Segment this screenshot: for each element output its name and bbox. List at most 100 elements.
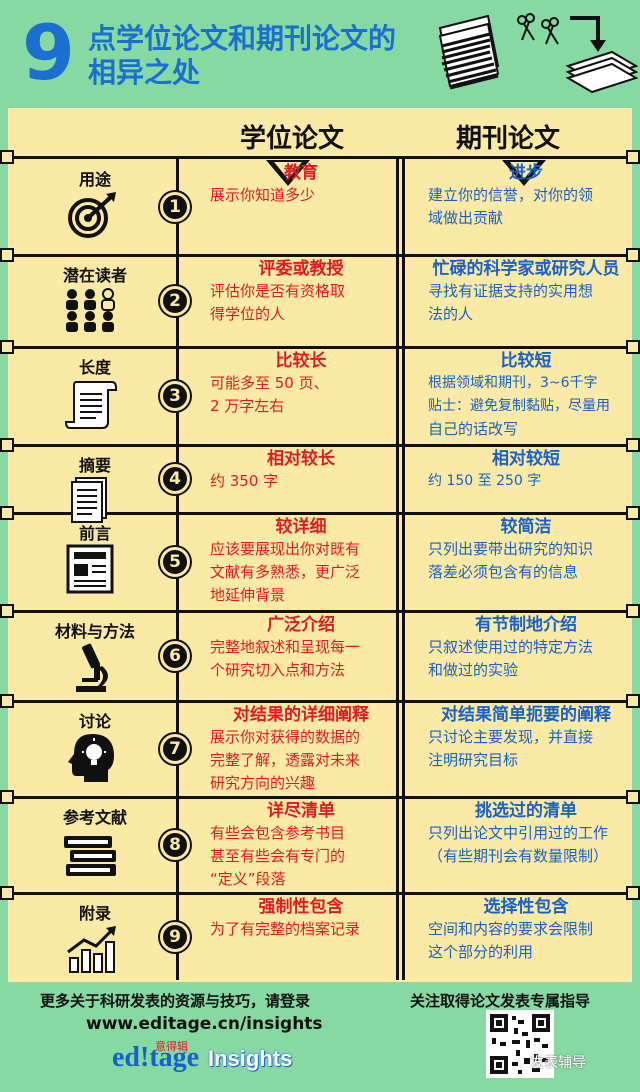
journal-cell: 对结果简单扼要的阐释只讨论主要发现，并直接注明研究目标 [414,704,638,772]
qr-code-icon[interactable] [486,1010,554,1078]
journal-body-line: 空间和内容的要求会限制 [428,920,594,938]
journal-body-line: 建立你的信誉，对你的领 [428,186,594,204]
journal-title: 进步 [509,163,543,183]
row-label: 讨论 [78,712,111,731]
journal-title: 选择性包含 [483,897,569,917]
thesis-body-line: 2 万字左右 [210,397,285,415]
journal-body-line: 这个部分的利用 [428,943,534,961]
thesis-title: 详尽清单 [267,801,335,821]
thesis-body-line: 文献有多熟悉，更广泛 [210,563,361,581]
row-number-badge: 2 [160,286,190,316]
thesis-body-line: 得学位的人 [210,305,286,323]
journal-body-line: 和做过的实验 [428,661,519,679]
column-header-journal: 期刊论文 [455,124,560,154]
row-label: 摘要 [78,456,111,475]
row-divider [0,796,640,799]
journal-body-line: 落差必须包含有的信息 [428,563,579,581]
journal-pointer-inner [510,162,538,179]
thesis-pointer-inner [274,162,302,179]
row-label: 长度 [78,358,111,377]
thesis-body-line: “定义”段落 [210,870,286,888]
insights-logo: Insights [208,1046,293,1071]
thesis-cell: 强制性包含为了有完整的档案记录 [196,896,406,941]
divider-square [626,150,640,164]
divider-square [626,886,640,900]
divider-top [0,156,640,159]
journal-cell: 挑选过的清单只列出论文中引用过的工作 （有些期刊会有数量限制） [414,800,638,868]
footer-url-link[interactable]: www.editage.cn/insights [86,1014,323,1034]
journal-title: 对结果简单扼要的阐释 [441,705,611,725]
header: 9 点学位论文和期刊论文的 相异之处 [0,0,640,104]
column-header-thesis: 学位论文 [239,124,344,154]
divider-square [626,248,640,262]
divider-square [0,340,14,354]
row-number-badge: 3 [160,381,190,411]
divider-square [0,150,14,164]
row-number-badge: 4 [160,464,190,494]
microscope-icon [62,642,120,692]
journal-title: 有节制地介绍 [475,615,577,635]
thesis-cell: 较详细应该要展现出你对既有文献有多熟悉，更广泛地延伸背景 [196,516,406,607]
scroll-icon [62,378,120,429]
thesis-title: 强制性包含 [258,897,344,917]
thesis-cell: 评委或教授评估你是否有资格取得学位的人 [196,258,406,326]
footer-follow-text: 关注取得论文发表专属指导 [410,992,591,1010]
journal-body-line: 贴士：避免复制黏贴，尽量用 [428,398,610,414]
thesis-cell: 相对较长约 350 字 [196,448,406,493]
journal-body-line: 寻找有证据支持的实用想 [428,282,594,300]
thesis-body-line: 展示你对获得的数据的 [210,728,361,746]
thesis-title: 评委或教授 [258,259,344,279]
journal-cell: 进步建立你的信誉，对你的领域做出贡献 [414,162,638,230]
newspaper-icon [62,544,120,594]
journal-cell: 比较短根据领域和期刊，3~6千字贴士：避免复制黏贴，尽量用自己的话改写 [414,350,638,441]
thesis-title: 相对较长 [267,449,335,469]
journal-cell: 相对较短约 150 至 250 字 [414,448,638,493]
journal-body-line: 只叙述使用过的特定方法 [428,638,594,656]
watermark: 发表辅导 [530,1055,586,1071]
editage-logo: ed!tage [112,1042,200,1073]
thesis-body-line: 甚至有些会有专门的 [210,847,346,865]
row-label: 参考文献 [62,808,127,827]
journal-body-line: 注明研究目标 [428,751,519,769]
thesis-body-line: 评估你是否有资格取 [210,282,346,300]
target-icon [62,190,120,240]
thesis-title: 比较长 [275,351,327,371]
row-number-badge: 6 [160,641,190,671]
thesis-cell: 教育展示你知道多少 [196,162,406,207]
audience-icon [62,286,120,336]
journal-body-line: 根据领域和期刊，3~6千字 [428,375,598,391]
thesis-body-line: 研究方向的兴趣 [210,774,316,792]
head-bulb-icon [62,732,120,782]
thesis-cell: 广泛介绍完整地叙述和呈现每一个研究切入点和方法 [196,614,406,682]
journal-cell: 较简洁只列出要带出研究的知识落差必须包含有的信息 [414,516,638,584]
thesis-body-line: 展示你知道多少 [210,186,316,204]
thesis-title: 对结果的详细阐释 [233,705,369,725]
journal-title: 相对较短 [492,449,560,469]
journal-body-line: 自己的话改写 [428,420,519,438]
divider-square [0,248,14,262]
thesis-body-line: 个研究切入点和方法 [210,661,346,679]
divider-square [626,790,640,804]
divider-square [0,790,14,804]
journal-body-line: 只列出要带出研究的知识 [428,540,594,558]
title-line-1: 点学位论文和期刊论文的 [88,22,397,55]
row-label: 附录 [78,904,111,923]
editage-logo-chinese: 意得辑 [155,1040,188,1053]
thesis-body-line: 可能多至 50 页、 [210,374,329,392]
journal-body-line: （有些期刊会有数量限制） [428,847,609,865]
column-rule [402,158,405,980]
journal-title: 忙碌的科学家或研究人员 [432,259,620,279]
thesis-body-line: 完整了解，透露对未来 [210,751,361,769]
thesis-cell: 对结果的详细阐释展示你对获得的数据的完整了解，透露对未来研究方向的兴趣 [196,704,406,795]
divider-square [0,604,14,618]
row-divider [0,444,640,447]
journal-body-line: 只列出论文中引用过的工作 [428,824,609,842]
divider-square [626,340,640,354]
row-number-badge: 7 [160,734,190,764]
column-rule [396,158,399,980]
divider-square [626,438,640,452]
journal-title: 挑选过的清单 [475,801,577,821]
divider-square [0,886,14,900]
thesis-cell: 比较长可能多至 50 页、 2 万字左右 [196,350,406,418]
row-divider [0,700,640,703]
